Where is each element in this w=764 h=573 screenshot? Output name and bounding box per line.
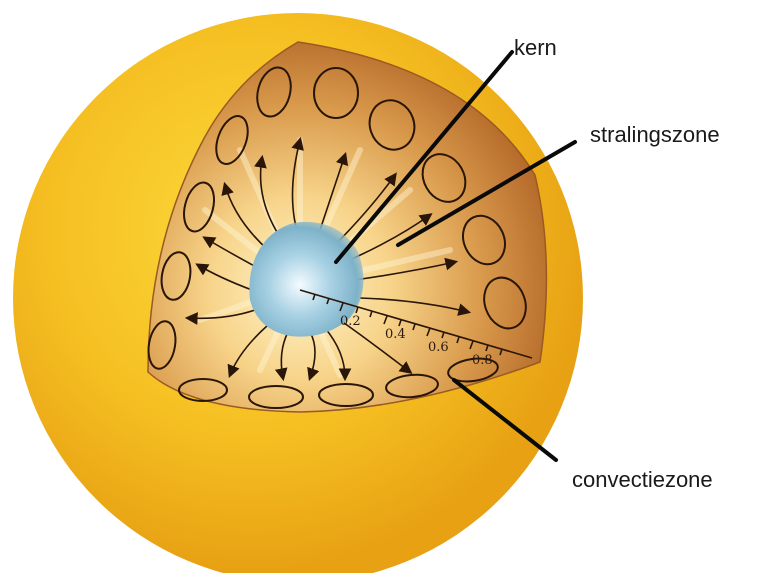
label-radiative-zone: stralingszone	[590, 122, 720, 147]
label-convective-zone: convectiezone	[572, 467, 713, 492]
scale-tick-label: 0.6	[428, 340, 449, 355]
scale-tick-label: 0.8	[472, 353, 493, 368]
scale-tick-label: 0.2	[340, 314, 361, 329]
scale-tick-label: 0.4	[385, 327, 406, 342]
label-core: kern	[514, 35, 557, 60]
